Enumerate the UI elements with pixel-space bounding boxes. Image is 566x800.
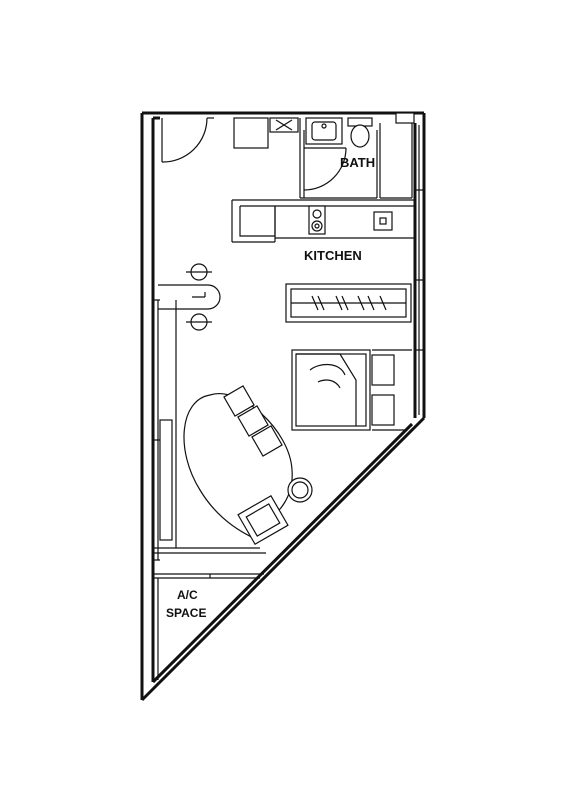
ac-space-label-line2: SPACE [166, 606, 206, 620]
kitchen-counter: KITCHEN [231, 199, 415, 263]
exterior-walls [140, 111, 426, 702]
ac-space-label-line1: A/C [177, 588, 198, 602]
ac-space: A/C SPACE [153, 573, 264, 680]
living-area [183, 385, 313, 546]
bed [291, 349, 412, 431]
kitchen-label: KITCHEN [304, 248, 362, 263]
entrance-door [161, 117, 214, 163]
dining-bar [158, 263, 221, 331]
wardrobe [285, 283, 412, 323]
bathroom: BATH [299, 117, 413, 199]
utility-cabinets [233, 117, 299, 149]
left-window [153, 299, 266, 561]
bath-label: BATH [340, 155, 375, 170]
